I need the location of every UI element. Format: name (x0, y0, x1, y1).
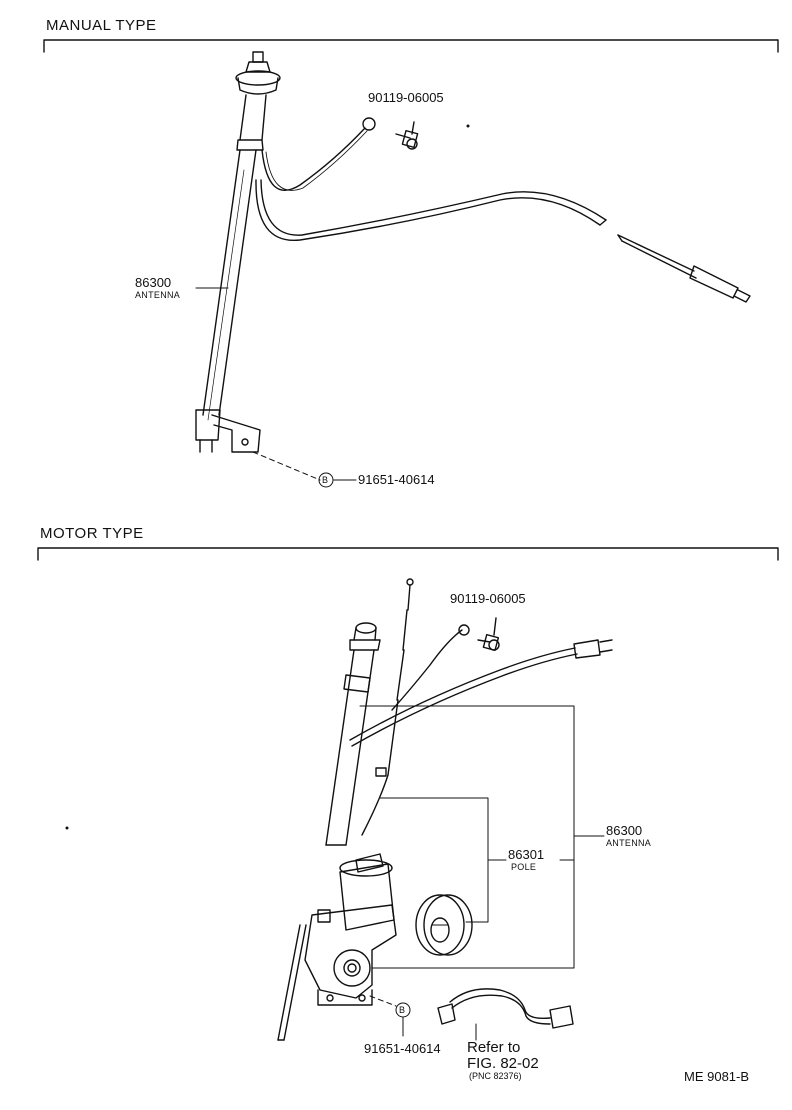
manual-antenna-name: ANTENNA (135, 290, 181, 300)
motor-bolt-part-number: 91651-40614 (364, 1041, 441, 1056)
manual-hardware-part-number: 90119-06005 (368, 90, 444, 105)
manual-antenna-mast (195, 51, 281, 453)
motor-bolt-marker: B (399, 1005, 406, 1015)
refer-line-3: (PNC 82376) (469, 1071, 522, 1081)
manual-antenna-part-number: 86300 (135, 275, 172, 290)
footer-code: ME 9081-B (684, 1069, 750, 1084)
motor-antenna-part-number: 86300 (606, 823, 643, 838)
refer-line-1: Refer to (467, 1039, 521, 1056)
motor-pole-drum (415, 894, 473, 956)
manual-section-bracket (43, 39, 779, 53)
manual-cables (255, 117, 751, 303)
motor-leaders (359, 705, 605, 1041)
motor-assembly (277, 853, 397, 1041)
motor-antenna-tube (325, 622, 381, 846)
speck (65, 826, 69, 830)
motor-section-title: MOTOR TYPE (40, 525, 144, 542)
manual-bolt-marker: B (322, 475, 329, 485)
refer-line-2: FIG. 82-02 (467, 1055, 539, 1072)
motor-section-bracket (37, 547, 779, 561)
motor-antenna-name: ANTENNA (606, 838, 652, 848)
motor-telescoping-rod (361, 578, 414, 836)
manual-screw-icon (395, 121, 419, 150)
motor-pole-name: POLE (511, 862, 537, 872)
manual-bolt-marker-circle (318, 472, 334, 488)
manual-bolt-part-number: 91651-40614 (358, 472, 435, 487)
motor-pole-part-number: 86301 (508, 847, 545, 862)
manual-section-title: MANUAL TYPE (46, 17, 157, 34)
speck (466, 124, 470, 128)
motor-hardware-part-number: 90119-06005 (450, 591, 526, 606)
motor-cables (349, 624, 613, 747)
manual-leaders (195, 287, 357, 488)
motor-harness-connector (437, 988, 574, 1029)
motor-screw-icon (477, 617, 500, 652)
